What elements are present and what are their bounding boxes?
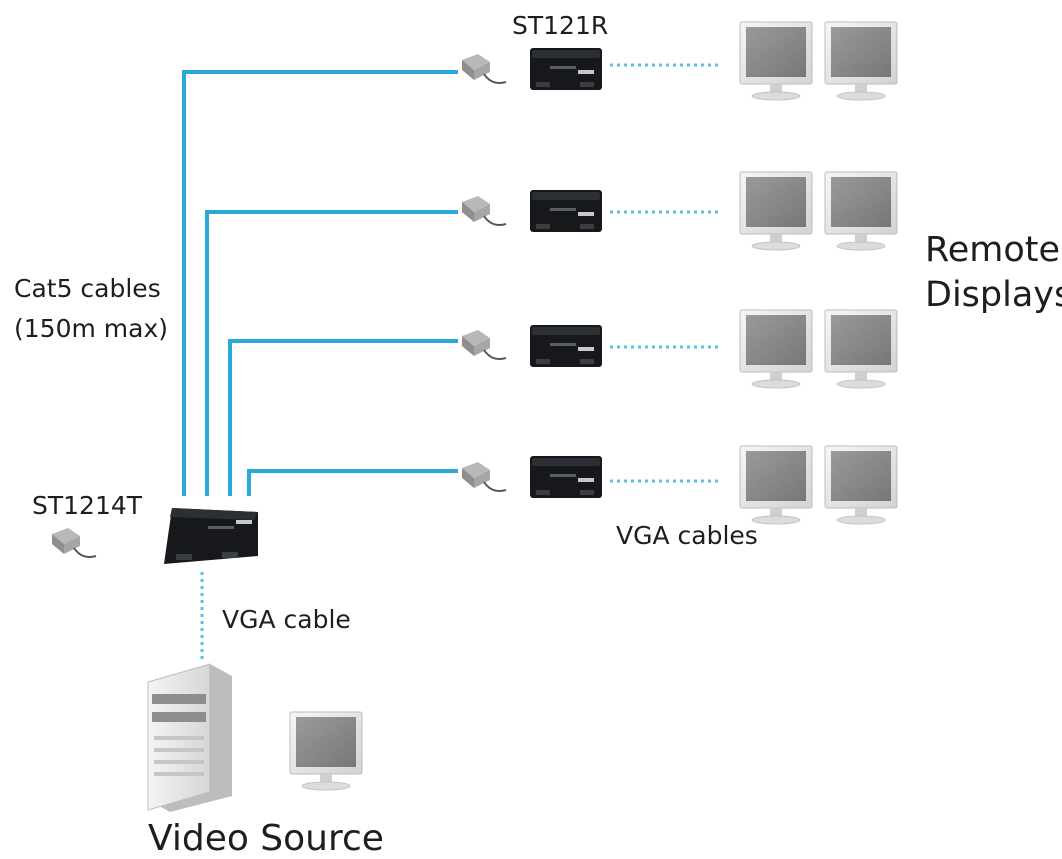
remote-displays-line2: Displays bbox=[925, 275, 1062, 315]
power-adapter-icon bbox=[461, 329, 507, 360]
vga-cables-label: VGA cables bbox=[616, 521, 758, 550]
power-adapter-icon bbox=[51, 527, 97, 558]
monitor-icon bbox=[824, 171, 898, 251]
vga-cable-group bbox=[200, 63, 722, 660]
cat5-cable-2 bbox=[205, 210, 458, 496]
monitor-icon bbox=[824, 445, 898, 525]
vga-receiver-unit-icon bbox=[530, 456, 602, 498]
remote-displays-line1: Remote bbox=[925, 230, 1060, 270]
cat5-label-line2: (150m max) bbox=[14, 314, 168, 343]
monitor-icon bbox=[289, 711, 363, 791]
monitor-icon bbox=[739, 171, 813, 251]
vga-receiver-unit-icon bbox=[530, 190, 602, 232]
vga-transmitter-unit-icon bbox=[164, 508, 258, 564]
power-adapter-icon bbox=[461, 195, 507, 226]
monitor-icon bbox=[739, 309, 813, 389]
cat5-cable-3 bbox=[228, 339, 458, 496]
vga-receiver-unit-icon bbox=[530, 325, 602, 367]
receiver-model-label: ST121R bbox=[512, 11, 608, 40]
cat5-cable-4 bbox=[247, 469, 458, 496]
cat5-label-line1: Cat5 cables bbox=[14, 274, 161, 303]
cat5-cable-group bbox=[182, 70, 458, 496]
cat5-cable-1 bbox=[182, 70, 458, 496]
vga-receiver-unit-icon bbox=[530, 48, 602, 90]
power-adapter-icon bbox=[461, 461, 507, 492]
vga-cable-label: VGA cable bbox=[222, 605, 351, 634]
video-source-label: Video Source bbox=[148, 818, 384, 859]
monitor-icon bbox=[824, 309, 898, 389]
monitor-icon bbox=[739, 445, 813, 525]
transmitter-model-label: ST1214T bbox=[32, 491, 143, 520]
desktop-tower-icon bbox=[147, 663, 232, 812]
power-adapter-icon bbox=[461, 53, 507, 84]
monitor-icon bbox=[739, 21, 813, 101]
monitor-icon bbox=[824, 21, 898, 101]
